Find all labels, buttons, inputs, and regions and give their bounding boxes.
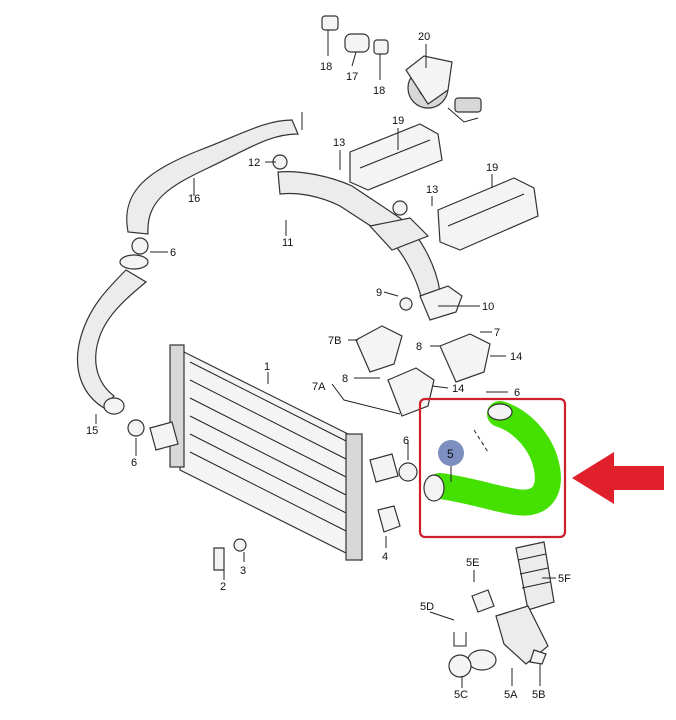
clamps [127, 154, 418, 482]
label-p12: 12 [248, 157, 260, 169]
label-p15: 15 [86, 425, 98, 437]
label-p20: 20 [418, 31, 430, 43]
manifold-upper [349, 123, 443, 191]
label-p17: 17 [346, 71, 358, 83]
hose-5f [515, 541, 555, 611]
label-p1: 1 [264, 361, 270, 373]
label-p5f: 5F [558, 573, 571, 585]
label-p11: 11 [282, 237, 293, 249]
label-p5c: 5C [454, 689, 468, 701]
elbow-5a [448, 605, 549, 678]
label-p8b: 8 [342, 373, 348, 385]
turbocharger [405, 55, 482, 123]
highlight-frame [418, 397, 567, 539]
label-p9: 9 [376, 287, 382, 299]
label-p5b: 5B [532, 689, 545, 701]
label-p2: 2 [220, 581, 226, 593]
red-arrow [572, 452, 664, 504]
label-p6a: 6 [170, 247, 176, 259]
duct-11 [277, 171, 441, 301]
label-p5d: 5D [420, 601, 434, 613]
leader-lines [95, 30, 556, 688]
label-p18a: 18 [320, 61, 332, 73]
part-labels: 18 17 18 20 19 13 12 19 13 16 11 6 9 10 … [86, 31, 571, 701]
highlight-hose-5 [423, 401, 561, 516]
label-p19a: 19 [392, 115, 404, 127]
label-p7: 7 [494, 327, 500, 339]
label-p19b: 19 [486, 162, 498, 174]
part-badge [438, 440, 464, 466]
label-p13a: 13 [333, 137, 345, 149]
label-p5e: 5E [466, 557, 479, 569]
intercooler [149, 344, 399, 561]
label-p3: 3 [240, 565, 246, 577]
label-p18b: 18 [373, 85, 385, 97]
manifold-lower [437, 177, 539, 251]
label-p14a: 14 [510, 351, 522, 363]
green-hose [427, 401, 561, 516]
label-p5a: 5A [504, 689, 518, 701]
label-p14b: 14 [452, 383, 464, 395]
label-p7a: 7A [312, 381, 326, 393]
label-p4: 4 [382, 551, 388, 563]
label-p6b: 6 [514, 387, 520, 399]
clips-5d-5e [453, 589, 495, 647]
label-p10: 10 [482, 301, 494, 313]
lower-hose-15 [76, 254, 149, 415]
bolts [213, 505, 401, 571]
label-p5: 5 [447, 447, 454, 461]
label-p6d: 6 [403, 435, 409, 447]
label-p8a: 8 [416, 341, 422, 353]
label-p7b: 7B [328, 335, 341, 347]
label-p16: 16 [188, 193, 200, 205]
upper-duct-16 [126, 119, 299, 235]
flanges [355, 285, 491, 417]
label-p6c: 6 [131, 457, 137, 469]
top-clamps [321, 15, 389, 55]
label-p13b: 13 [426, 184, 438, 196]
